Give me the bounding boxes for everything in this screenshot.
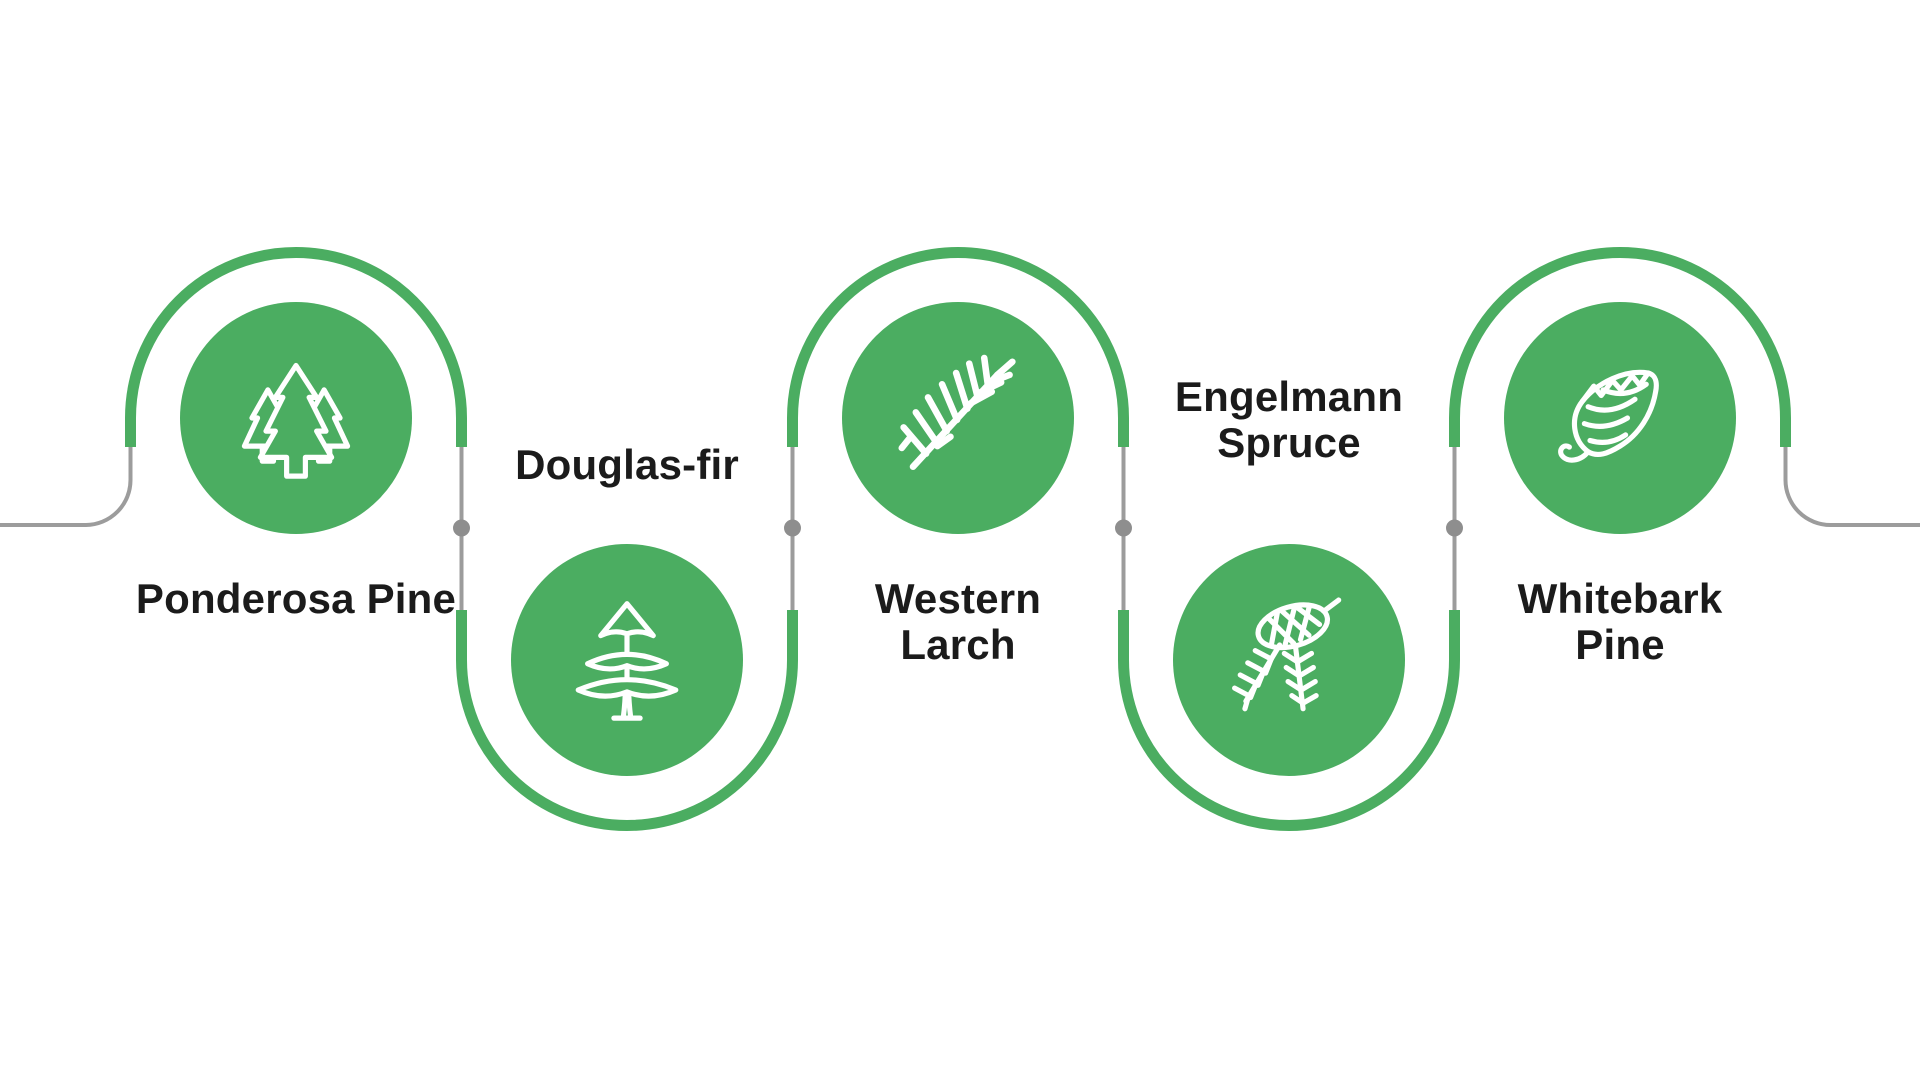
node-circle-ponderosa-pine — [180, 302, 412, 534]
connector-dot — [1446, 519, 1463, 537]
label-line: Spruce — [1217, 419, 1361, 466]
label-line: Larch — [900, 621, 1016, 668]
label-line: Pine — [1575, 621, 1665, 668]
node-label-western-larch: Western Larch — [738, 576, 1178, 668]
node-arc — [125, 247, 467, 447]
whitebark-pine-cone-icon — [1558, 369, 1659, 463]
node-circle-engelmann-spruce — [1173, 544, 1405, 776]
exit-line — [1783, 444, 1920, 527]
spruce-cone-icon — [1232, 597, 1342, 712]
label-line: Whitebark — [1517, 575, 1723, 622]
fir-tree-icon — [575, 601, 679, 721]
node-arc — [1118, 610, 1460, 831]
label-line: Engelmann — [1174, 373, 1404, 420]
node-label-ponderosa-pine: Ponderosa Pine — [76, 576, 516, 622]
connector-dot — [453, 519, 470, 537]
label-line: Western — [874, 575, 1042, 622]
entry-line — [0, 444, 133, 527]
node-label-whitebark-pine: Whitebark Pine — [1400, 576, 1840, 668]
node-circle-western-larch — [842, 302, 1074, 534]
connector-dot — [1115, 519, 1132, 537]
label-line: Douglas-fir — [515, 441, 739, 488]
connector-dot — [784, 519, 801, 537]
pine-forest-icon — [241, 362, 351, 479]
larch-branch-icon — [898, 354, 1016, 471]
node-circle-douglas-fir — [511, 544, 743, 776]
node-circle-whitebark-pine — [1504, 302, 1736, 534]
label-line: Ponderosa Pine — [135, 575, 457, 622]
node-label-engelmann-spruce: Engelmann Spruce — [1069, 374, 1509, 466]
node-arc — [787, 247, 1129, 447]
node-label-douglas-fir: Douglas-fir — [407, 442, 847, 488]
node-arc — [1449, 247, 1791, 447]
node-arc — [456, 610, 798, 831]
